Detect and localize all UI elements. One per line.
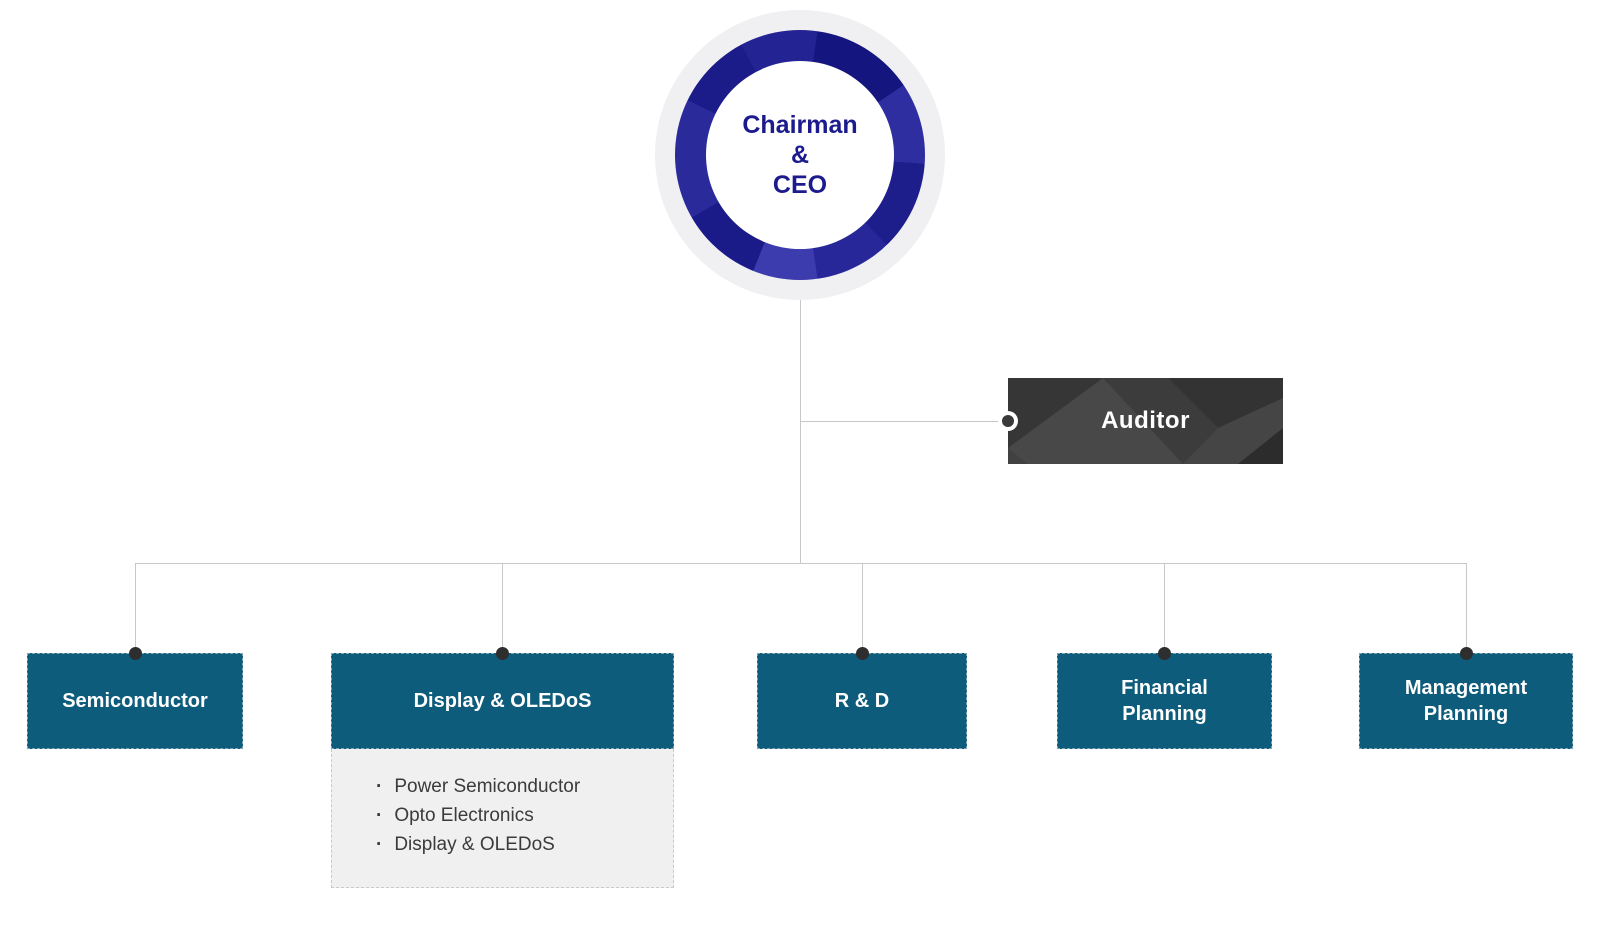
dept-box-rnd: R & D <box>757 653 967 749</box>
list-item-label: Power Semiconductor <box>394 776 581 797</box>
dept-box-semiconductor: Semiconductor <box>27 653 243 749</box>
connector-dot-financial-icon <box>1158 647 1171 660</box>
connector-dot-rnd-icon <box>856 647 869 660</box>
connector-dot-display-icon <box>496 647 509 660</box>
connector-ceo-vertical <box>800 296 801 563</box>
connector-dot-management-icon <box>1460 647 1473 660</box>
ceo-label: Chairman & CEO <box>706 61 894 249</box>
list-item-label: Opto Electronics <box>394 805 534 826</box>
ceo-label-line3: CEO <box>772 171 828 199</box>
dept-box-management-planning: Management Planning <box>1359 653 1573 749</box>
list-item: · Display & OLEDoS <box>376 830 673 859</box>
connector-drop-display <box>502 563 503 653</box>
auditor-connector-dot-core <box>1002 415 1014 427</box>
bullet-dot-icon: · <box>376 776 383 797</box>
ceo-label-line1: Chairman <box>742 111 858 139</box>
connector-auditor-branch <box>800 421 1008 422</box>
connector-main-horizontal <box>135 563 1466 564</box>
auditor-label: Auditor <box>1101 407 1190 434</box>
dept-label-semiconductor: Semiconductor <box>62 690 208 712</box>
ceo-node: Chairman & CEO <box>655 10 945 300</box>
connector-dot-semiconductor-icon <box>129 647 142 660</box>
dept-box-display-oledos: Display & OLEDoS <box>331 653 674 749</box>
connector-drop-rnd <box>862 563 863 653</box>
list-item: · Power Semiconductor <box>376 772 673 801</box>
ceo-label-line2: & <box>790 141 810 169</box>
connector-drop-financial <box>1164 563 1165 653</box>
list-item: · Opto Electronics <box>376 801 673 830</box>
dept-label-financial-planning: Financial Planning <box>1121 677 1208 725</box>
dept-label-management-planning: Management Planning <box>1404 677 1528 725</box>
auditor-facet-background <box>1008 378 1283 464</box>
dept-label-display-oledos: Display & OLEDoS <box>413 690 592 712</box>
display-oledos-sublist: · Power Semiconductor · Opto Electronics… <box>331 749 674 888</box>
dept-box-financial-planning: Financial Planning <box>1057 653 1272 749</box>
ceo-ring: Chairman & CEO <box>675 30 925 280</box>
auditor-connector-dot-icon <box>998 411 1018 431</box>
bullet-dot-icon: · <box>376 834 383 855</box>
dept-label-rnd: R & D <box>834 690 890 712</box>
auditor-box: Auditor <box>1008 378 1283 464</box>
list-item-label: Display & OLEDoS <box>394 834 555 855</box>
connector-drop-semiconductor <box>135 563 136 653</box>
bullet-dot-icon: · <box>376 805 383 826</box>
connector-drop-management <box>1466 563 1467 653</box>
